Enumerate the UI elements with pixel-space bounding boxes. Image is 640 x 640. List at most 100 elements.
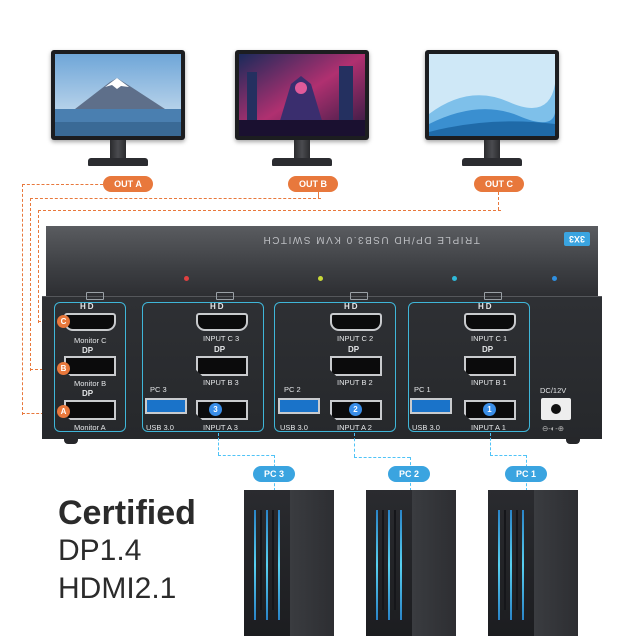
- pc1-tag: PC 1: [505, 466, 547, 482]
- dp-label: DP: [82, 389, 94, 398]
- cable-pc2: [354, 433, 355, 457]
- monitor-b-label: Monitor B: [74, 379, 107, 388]
- cable-out-c: [38, 210, 501, 323]
- monitor-bezel: [425, 50, 559, 140]
- dp-label: DP: [482, 345, 494, 354]
- input-c1-label: INPUT C 1: [471, 334, 508, 343]
- hd-label: HD: [80, 302, 96, 311]
- kvm-badge: 3X3: [564, 232, 590, 246]
- input-group-pc2: [274, 302, 396, 432]
- hd-label: HD: [344, 302, 360, 311]
- rubber-foot: [64, 437, 78, 444]
- cable-pc1: [490, 455, 526, 456]
- led-indicator: [452, 276, 457, 281]
- monitor-stand: [484, 140, 500, 160]
- monitor-base: [88, 158, 148, 166]
- pc3-tag: PC 3: [253, 466, 295, 482]
- usb-label: USB 3.0: [412, 423, 440, 432]
- hd-label: HD: [478, 302, 494, 311]
- input-b1-label: INPUT B 1: [471, 378, 507, 387]
- dp-input-b3-port[interactable]: [196, 356, 248, 376]
- input-b3-label: INPUT B 3: [203, 378, 239, 387]
- hdmi-input-c3-port[interactable]: [196, 313, 248, 331]
- input-a1-label: INPUT A 1: [471, 423, 506, 432]
- polarity-icon: ⊖-◐-⊕: [542, 424, 565, 433]
- dp-out-b-port[interactable]: [64, 356, 116, 376]
- cable-out-a: [22, 184, 103, 415]
- monitor-bezel: [51, 50, 185, 140]
- dp-input-b1-port[interactable]: [464, 356, 516, 376]
- input-port-icon: [350, 292, 368, 300]
- input-1-marker: 1: [483, 403, 496, 416]
- input-a2-label: INPUT A 2: [337, 423, 372, 432]
- dp-spec: DP1.4: [58, 534, 142, 567]
- usb3-port-pc3[interactable]: [145, 398, 187, 414]
- input-b2-label: INPUT B 2: [337, 378, 373, 387]
- power-label: DC/12V: [540, 386, 567, 395]
- monitor-stand: [110, 140, 126, 160]
- game-wallpaper: [239, 54, 365, 136]
- cable-out-b-drop: [318, 192, 319, 198]
- input-c2-label: INPUT C 2: [337, 334, 374, 343]
- led-indicator: [318, 276, 323, 281]
- input-port-icon: [484, 292, 502, 300]
- monitor-c: [425, 50, 559, 168]
- input-a3-label: INPUT A 3: [203, 423, 238, 432]
- out-a-label: OUT A: [103, 176, 153, 192]
- abstract-wallpaper: [429, 54, 555, 136]
- dp-input-b2-port[interactable]: [330, 356, 382, 376]
- cable-pc1: [490, 433, 491, 455]
- usb-label: USB 3.0: [280, 423, 308, 432]
- pc3-port-label: PC 3: [150, 385, 167, 394]
- monitor-stand: [294, 140, 310, 160]
- cable-out-c-drop: [498, 192, 499, 210]
- kvm-title: TRIPLE DP/HD USB3.0 KVM SWITCH: [262, 234, 480, 245]
- pc-tower-2: [366, 490, 456, 636]
- pc-tower-3: [244, 490, 334, 636]
- dc-power-port[interactable]: [541, 398, 571, 420]
- mountain-wallpaper: [55, 54, 181, 136]
- usb3-port-pc1[interactable]: [410, 398, 452, 414]
- dp-out-a-port[interactable]: [64, 400, 116, 420]
- hdmi-input-c1-port[interactable]: [464, 313, 516, 331]
- led-indicator: [184, 276, 189, 281]
- pc-tower-1: [488, 490, 578, 636]
- rubber-foot: [566, 437, 580, 444]
- monitor-c-label: Monitor C: [74, 336, 107, 345]
- hdmi-out-c-port[interactable]: [64, 313, 116, 331]
- dp-label: DP: [82, 346, 94, 355]
- cable-pc2: [354, 457, 410, 458]
- pc2-tag: PC 2: [388, 466, 430, 482]
- cable-pc3: [218, 455, 274, 456]
- input-3-marker: 3: [209, 403, 222, 416]
- certified-heading: Certified: [58, 494, 196, 532]
- hdmi-spec: HDMI2.1: [58, 572, 177, 605]
- monitor-a-marker: A: [57, 405, 70, 418]
- input-port-icon: [216, 292, 234, 300]
- monitor-port-icon: [86, 292, 104, 300]
- monitor-bezel: [235, 50, 369, 140]
- led-indicator: [552, 276, 557, 281]
- cable-out-b: [30, 198, 321, 371]
- input-group-pc1: [408, 302, 530, 432]
- pc2-port-label: PC 2: [284, 385, 301, 394]
- dp-input-a3-port[interactable]: [196, 400, 248, 420]
- input-2-marker: 2: [349, 403, 362, 416]
- hdmi-input-c2-port[interactable]: [330, 313, 382, 331]
- monitor-a: [51, 50, 185, 168]
- dp-label: DP: [214, 345, 226, 354]
- out-c-label: OUT C: [474, 176, 524, 192]
- monitor-base: [272, 158, 332, 166]
- monitor-c-marker: C: [57, 315, 70, 328]
- usb3-port-pc2[interactable]: [278, 398, 320, 414]
- hd-label: HD: [210, 302, 226, 311]
- input-c3-label: INPUT C 3: [203, 334, 240, 343]
- monitor-base: [462, 158, 522, 166]
- monitor-b-marker: B: [57, 362, 70, 375]
- cable-out-a-end: [22, 413, 58, 414]
- kvm-top-panel: [46, 226, 598, 298]
- out-b-label: OUT B: [288, 176, 338, 192]
- dp-label: DP: [348, 345, 360, 354]
- monitor-output-group: [54, 302, 126, 432]
